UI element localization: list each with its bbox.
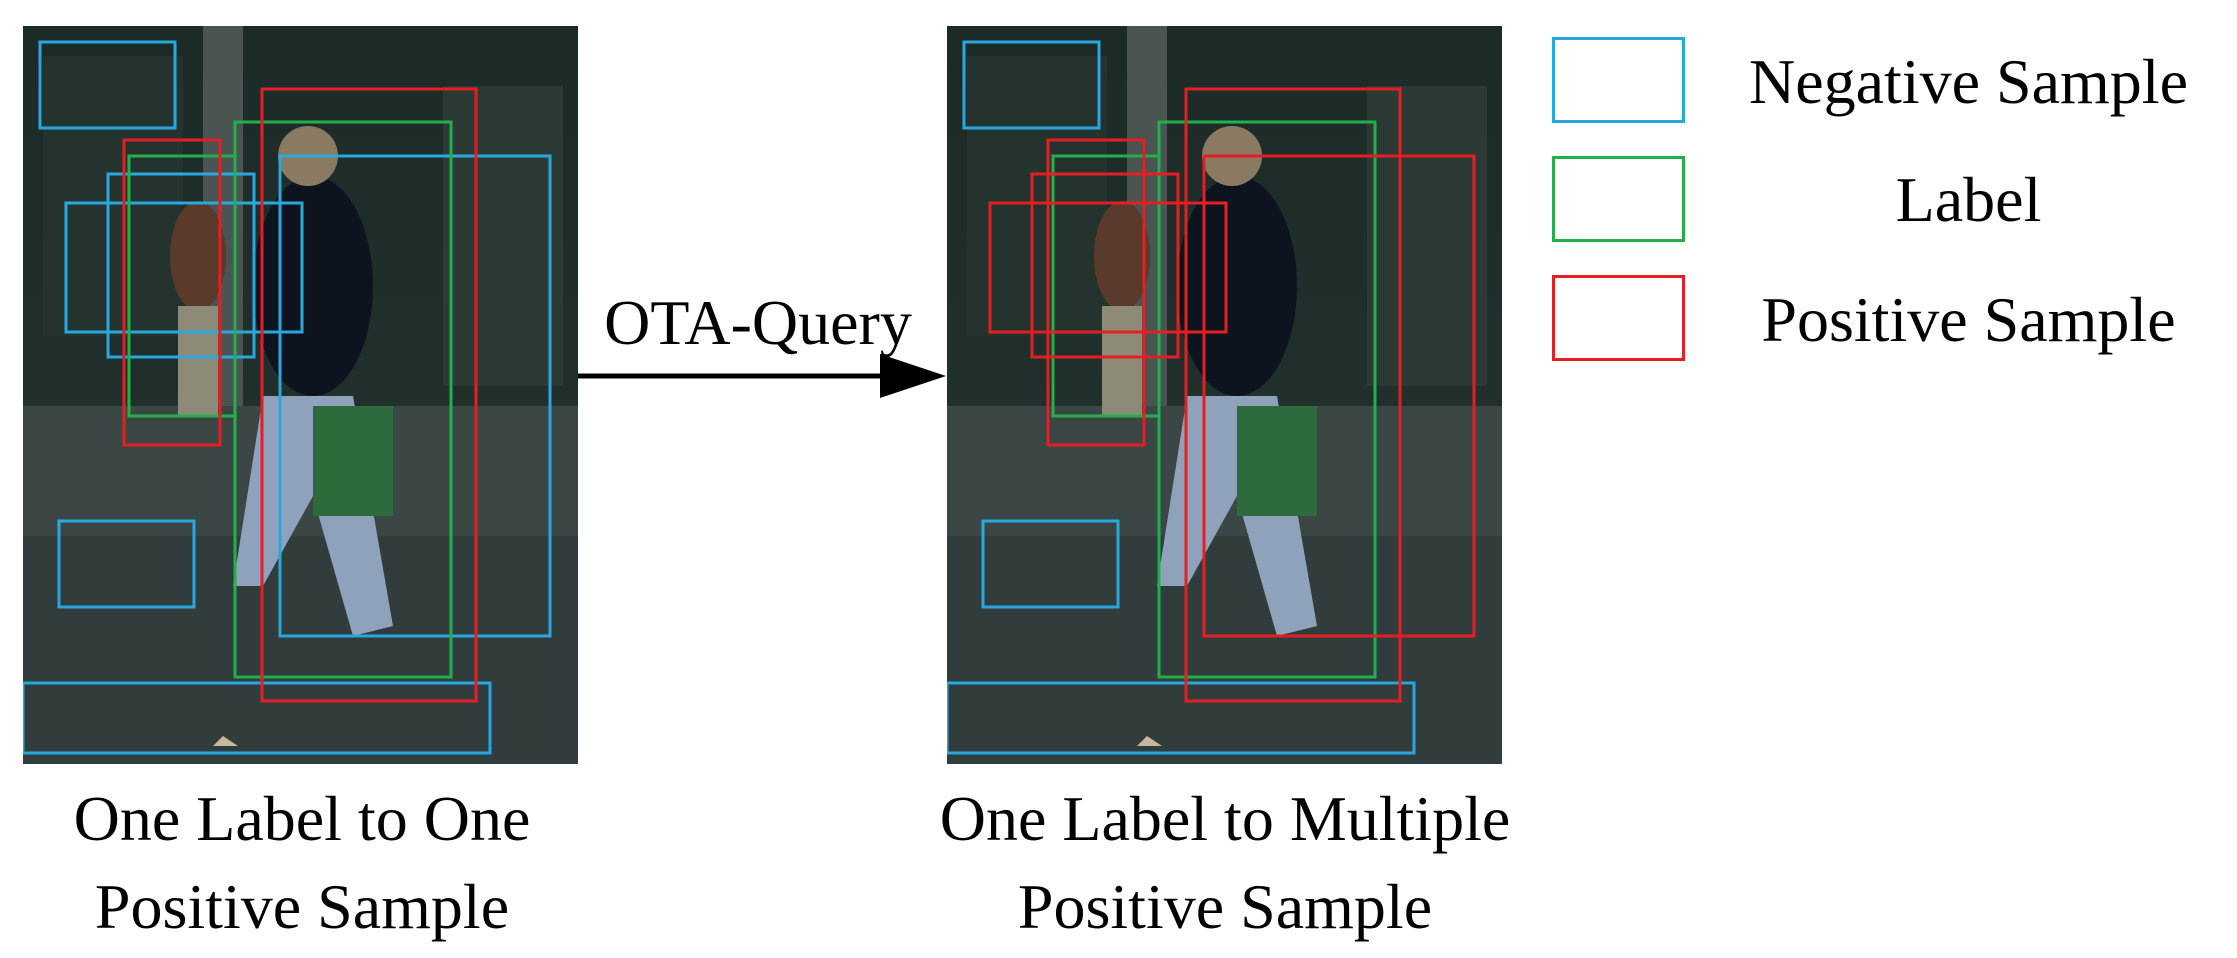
negative-sample-box	[947, 681, 1416, 755]
background-person-legs	[1102, 306, 1142, 416]
legend-label-label: Label	[1895, 164, 2042, 235]
legend-label-positive: Positive Sample	[1761, 284, 2176, 355]
road-marking	[213, 736, 238, 746]
right-example-image	[947, 26, 1502, 764]
label-box	[1157, 120, 1377, 679]
shop-window	[967, 56, 1107, 336]
positive-sample-box	[1184, 87, 1402, 703]
right-caption: One Label to Multiple Positive Sample	[880, 775, 1570, 951]
left-caption: One Label to One Positive Sample	[0, 775, 604, 951]
green-bag	[1237, 406, 1317, 516]
negative-sample-box	[962, 40, 1101, 130]
green-bag	[313, 406, 393, 516]
negative-sample-box	[278, 154, 552, 638]
left-street-scene	[23, 26, 578, 764]
arrow-head	[880, 354, 946, 398]
shop-window	[1367, 86, 1487, 386]
walking-person-torso	[253, 176, 373, 396]
background-person	[1094, 201, 1150, 311]
left-caption-line1: One Label to One	[73, 783, 531, 854]
shop-window	[443, 86, 563, 386]
street	[947, 536, 1502, 764]
positive-sample-box	[1046, 138, 1146, 447]
right-street-scene	[947, 26, 1502, 764]
negative-sample-box	[23, 681, 492, 755]
negative-sample-box	[57, 519, 196, 609]
negative-sample-box	[64, 201, 304, 334]
legend-swatch-negative	[1552, 37, 1685, 123]
negative-sample-box	[106, 172, 256, 359]
negative-sample-box	[981, 519, 1120, 609]
positive-sample-box	[260, 87, 478, 703]
label-box	[233, 120, 453, 679]
street	[23, 536, 578, 764]
right-arrow-icon	[578, 354, 946, 398]
walking-person-torso	[1177, 176, 1297, 396]
background-person	[170, 201, 226, 311]
road-marking	[1137, 736, 1162, 746]
shop-window	[43, 56, 183, 336]
positive-sample-box	[1030, 172, 1180, 359]
positive-sample-box	[122, 138, 222, 447]
positive-sample-box	[988, 201, 1228, 334]
left-caption-line2: Positive Sample	[94, 871, 510, 942]
arrow-label: OTA-Query	[604, 287, 912, 358]
background-person-legs	[178, 306, 218, 416]
legend-swatch-positive	[1552, 275, 1685, 361]
positive-sample-box	[1202, 154, 1476, 638]
right-caption-line2: Positive Sample	[1017, 871, 1433, 942]
legend-swatch-label	[1552, 156, 1685, 242]
left-example-image	[23, 26, 578, 764]
legend-label-negative: Negative Sample	[1749, 46, 2188, 117]
right-caption-line1: One Label to Multiple	[939, 783, 1511, 854]
negative-sample-box	[38, 40, 177, 130]
